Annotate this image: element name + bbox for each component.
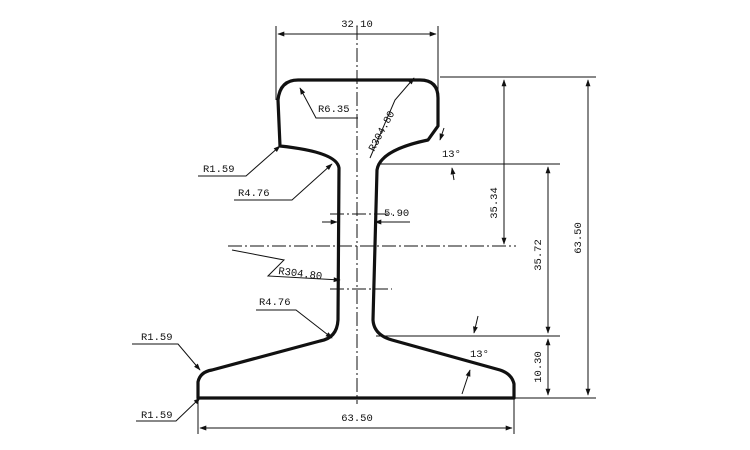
- crown-radius-label: R304.80: [367, 109, 398, 154]
- base-width-label: 63.50: [341, 413, 373, 425]
- head-radius-label: R6.35: [318, 104, 350, 116]
- lower-angle-arrow-2: [461, 369, 471, 395]
- head-fillet-leader: [198, 145, 281, 177]
- web-height-label: 35.72: [533, 239, 545, 271]
- crown-radius-leader: [369, 77, 415, 159]
- total-height-label: 63.50: [573, 222, 585, 254]
- head-height-label: 35.34: [489, 187, 501, 219]
- base-top-radius-leader: [132, 343, 201, 371]
- lower-web-radius-label: R4.76: [259, 297, 291, 309]
- lower-angle-label: 13°: [470, 349, 489, 361]
- head-fillet-label: R1.59: [203, 164, 235, 176]
- rail-profile-outline: [196, 78, 516, 400]
- base-bottom-radius-leader: [136, 397, 201, 422]
- base-bottom-radius-label: R1.59: [141, 410, 173, 422]
- lower-angle-arrow-1: [473, 315, 479, 334]
- web-thickness-label: 5.90: [384, 208, 409, 220]
- head-radius-leader: [299, 87, 358, 119]
- upper-angle-label: 13°: [442, 149, 461, 161]
- base-height-label: 10.30: [533, 351, 545, 383]
- upper-web-radius-leader: [234, 163, 333, 201]
- upper-web-radius-label: R4.76: [238, 188, 270, 200]
- web-radius-leader: [231, 249, 341, 283]
- upper-angle-arrow-2: [450, 167, 456, 181]
- head-width-label: 32.10: [341, 19, 373, 31]
- web-radius-label: R304.80: [278, 266, 323, 283]
- upper-angle-arrow-1: [439, 127, 445, 141]
- base-top-radius-label: R1.59: [141, 332, 173, 344]
- lower-web-radius-leader: [256, 309, 333, 339]
